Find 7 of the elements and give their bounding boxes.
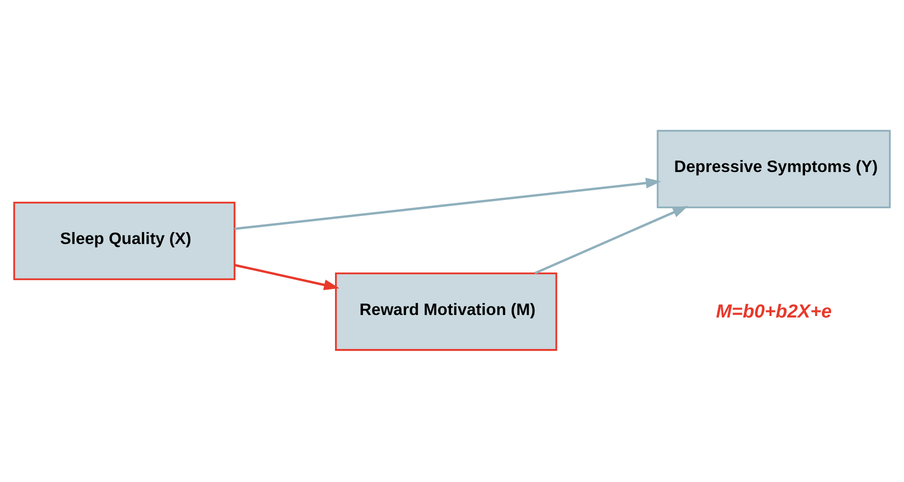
node-box: Sleep Quality (X): [13, 201, 236, 280]
node-box: Depressive Symptoms (Y): [656, 129, 891, 208]
label: M=b0+b2X+e: [716, 300, 832, 321]
arrow: [234, 177, 662, 230]
node-box: Reward Motivation (M): [335, 272, 558, 350]
arrow: [234, 263, 340, 290]
arrow: [534, 206, 688, 274]
